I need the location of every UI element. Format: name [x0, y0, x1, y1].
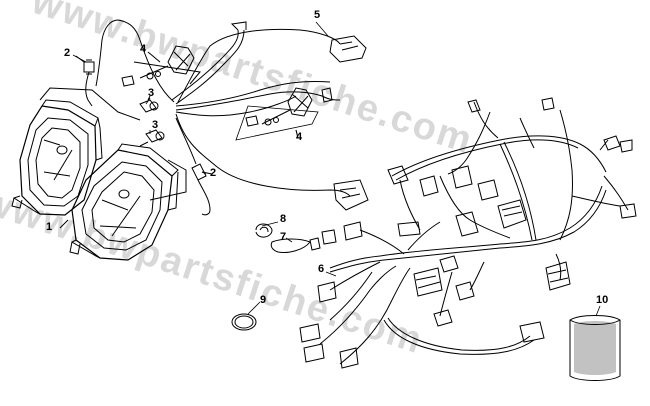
harness-connectors — [299, 97, 637, 369]
headlight-harness — [95, 19, 369, 211]
leader-lines — [72, 21, 601, 317]
bulb-assembly-3a — [139, 95, 159, 113]
callout-9: 9 — [260, 294, 267, 306]
callout-3-upper: 3 — [148, 87, 155, 99]
bulb-socket-lower — [191, 163, 213, 216]
callout-8: 8 — [280, 213, 287, 225]
callout-4-lower: 4 — [296, 131, 303, 143]
headlight-left — [11, 99, 103, 216]
clip-part-8 — [255, 223, 273, 238]
callout-2-upper: 2 — [64, 47, 71, 59]
callout-10: 10 — [596, 294, 609, 306]
bulb-part-7 — [270, 237, 321, 253]
callout-3-lower: 3 — [152, 119, 159, 131]
callout-6: 6 — [318, 263, 325, 275]
adjuster-lower — [235, 87, 319, 141]
callout-2-lower: 2 — [210, 167, 217, 179]
callout-7: 7 — [280, 231, 287, 243]
headlight-right — [69, 143, 179, 261]
bulb-socket-upper — [75, 55, 95, 107]
callout-5: 5 — [314, 9, 321, 21]
bulb-assembly-3b — [139, 129, 165, 147]
clamp-part-9 — [231, 313, 257, 331]
callout-4-upper: 4 — [140, 43, 147, 55]
adjuster-upper — [121, 45, 201, 87]
callout-1: 1 — [46, 221, 53, 233]
sleeve-part-10 — [569, 315, 621, 381]
main-harness — [319, 101, 629, 365]
